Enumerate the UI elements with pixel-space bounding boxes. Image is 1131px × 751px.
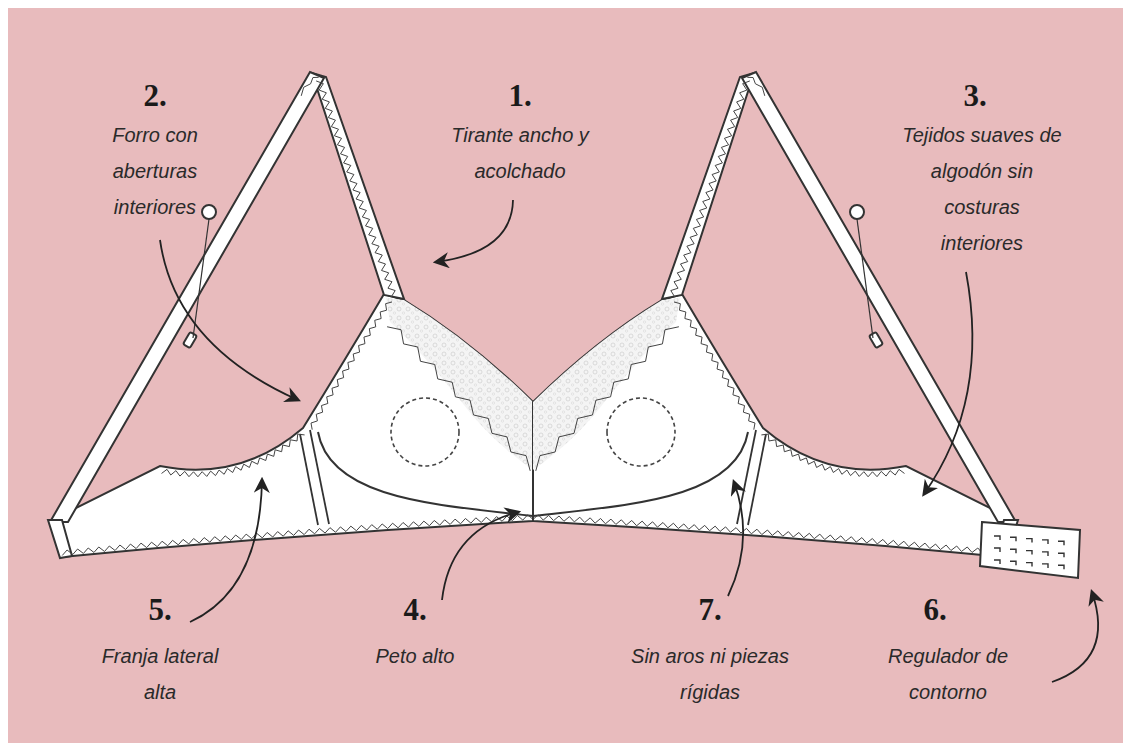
callout-text: Sin aros ni piezas rígidas: [630, 638, 790, 710]
hook-eye: [1058, 553, 1064, 557]
callout-text: Tirante ancho y acolchado: [435, 117, 605, 189]
side-seam: [300, 434, 318, 525]
hook-eye: [1058, 541, 1064, 545]
zigzag-stitch: [311, 302, 392, 430]
hook-tape: [980, 522, 1080, 578]
callout-number: 2.: [125, 78, 185, 114]
zigzag-stitch: [162, 434, 305, 477]
callout-number: 4.: [385, 592, 445, 628]
zigzag-stitch: [301, 77, 318, 95]
hook-eye: [1042, 552, 1048, 556]
hook-eye: [994, 560, 1000, 564]
strap: [50, 72, 324, 522]
band-end: [48, 520, 72, 558]
hook-eye: [1010, 561, 1016, 565]
hook-eye: [1026, 551, 1032, 555]
callout-number: 7.: [680, 592, 740, 628]
callout-number: 3.: [945, 78, 1005, 114]
strap-edge: [193, 219, 209, 338]
strap-slider: [183, 332, 197, 348]
hook-eye: [1010, 537, 1016, 541]
leader-line: [924, 272, 972, 494]
background-panel: [8, 8, 1123, 743]
callout-number: 1.: [490, 78, 550, 114]
nursing-opening: [391, 398, 459, 466]
hook-eye: [1010, 549, 1016, 553]
hook-regulator: [980, 522, 1080, 578]
cup-seam: [318, 432, 533, 516]
leader-lines: [160, 200, 1098, 682]
callout-text: Forro con aberturas interiores: [85, 117, 225, 225]
leader-line: [1052, 592, 1098, 682]
callout-text: Peto alto: [335, 638, 495, 674]
hook-eyes: [994, 536, 1064, 569]
strap-ring: [202, 205, 216, 219]
hook-eye: [1042, 540, 1048, 544]
callout-text: Regulador de contorno: [863, 638, 1033, 710]
hook-eye: [1058, 565, 1064, 569]
padded-strap: [312, 73, 404, 299]
lace-trim: [386, 298, 533, 470]
hook-eye: [1042, 564, 1048, 568]
zigzag-stitch: [62, 515, 533, 556]
elastic-trim: [62, 77, 533, 555]
zigzag-stitch: [316, 81, 395, 297]
leader-line: [160, 240, 298, 400]
zigzag-stitch: [387, 327, 530, 471]
hook-eye: [994, 536, 1000, 540]
callout-text: Tejidos suaves de algodón sin costuras i…: [902, 117, 1062, 261]
leader-line: [190, 480, 262, 622]
callout-text: Franja lateral alta: [95, 638, 225, 710]
callout-number: 5.: [130, 592, 190, 628]
side-seam: [310, 430, 329, 524]
leader-line: [728, 482, 743, 596]
callout-number: 6.: [905, 592, 965, 628]
hook-eye: [1026, 563, 1032, 567]
leader-line: [442, 512, 518, 600]
hook-eye: [1026, 539, 1032, 543]
hook-eye: [994, 548, 1000, 552]
leader-line: [436, 200, 513, 262]
